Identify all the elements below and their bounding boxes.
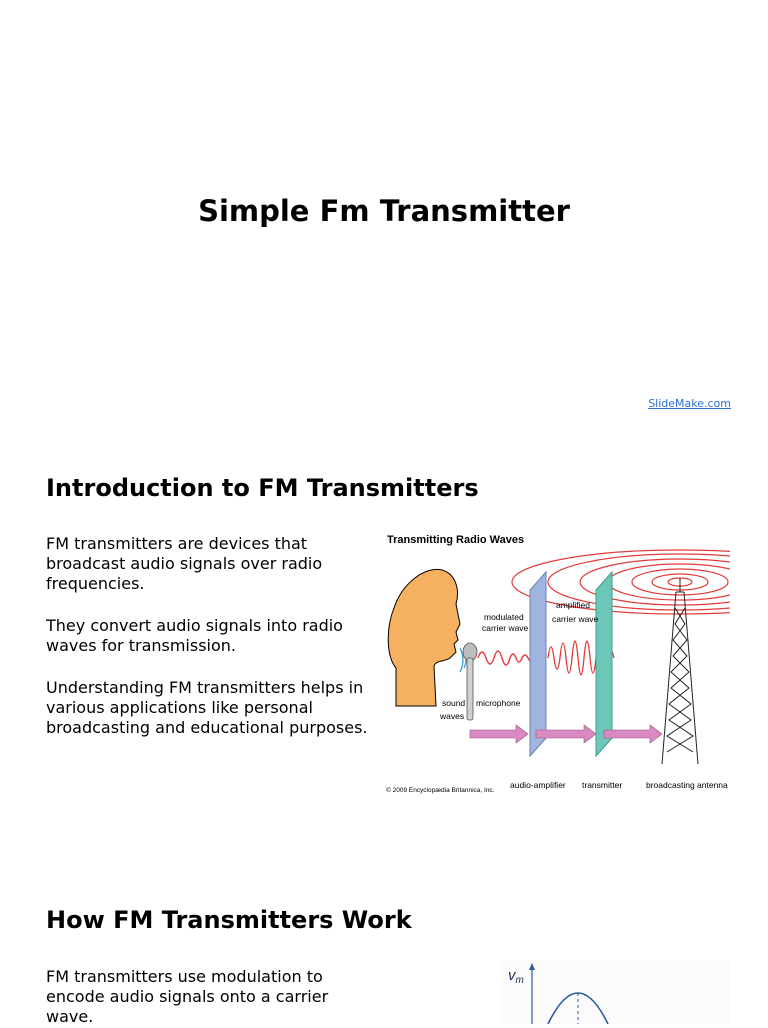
section-heading-introduction: Introduction to FM Transmitters <box>46 474 479 502</box>
intro-paragraph-1: FM transmitters are devices that broadca… <box>46 534 323 593</box>
sound-label: sound <box>442 698 465 708</box>
copyright-label: © 2009 Encyclopædia Britannica, Inc. <box>386 786 495 794</box>
y-axis-arrow-icon <box>529 963 535 970</box>
axis-label: vm <box>508 967 524 986</box>
transmitter-panel <box>595 570 613 758</box>
microphone-label: microphone <box>476 698 521 708</box>
how-it-works-paragraph-1: FM transmitters use modulation to encode… <box>46 967 329 1026</box>
transmitting-radio-waves-figure: Transmitting Radio Waves <box>384 528 730 798</box>
antenna-label: broadcasting antenna <box>646 780 728 790</box>
head-silhouette <box>387 568 461 707</box>
transmitter-label: transmitter <box>582 780 622 790</box>
section-heading-how-it-works: How FM Transmitters Work <box>46 906 412 934</box>
figure-title: Transmitting Radio Waves <box>387 534 524 546</box>
modulated-carrier-wave <box>477 650 535 666</box>
modulation-graph-figure: vm <box>500 960 730 1025</box>
modulated-label: modulated <box>484 612 524 622</box>
microphone-icon <box>462 642 478 721</box>
page-title: Simple Fm Transmitter <box>198 194 570 228</box>
audio-amplifier-label: audio-amplifier <box>510 780 566 790</box>
slidemake-link[interactable]: SlideMake.com <box>648 397 731 410</box>
broadcasting-antenna-icon <box>661 578 699 765</box>
sound-waves-label: waves <box>439 711 464 721</box>
modulated-carrier-label: carrier wave <box>482 623 529 633</box>
intro-paragraph-2: They convert audio signals into radio wa… <box>46 616 343 655</box>
intro-paragraph-3: Understanding FM transmitters helps in v… <box>46 678 368 737</box>
signal-flow-arrows <box>469 724 663 744</box>
amplified-label: amplified <box>556 600 590 610</box>
audio-amplifier-panel <box>529 570 547 758</box>
amplified-carrier-label: carrier wave <box>552 614 599 624</box>
